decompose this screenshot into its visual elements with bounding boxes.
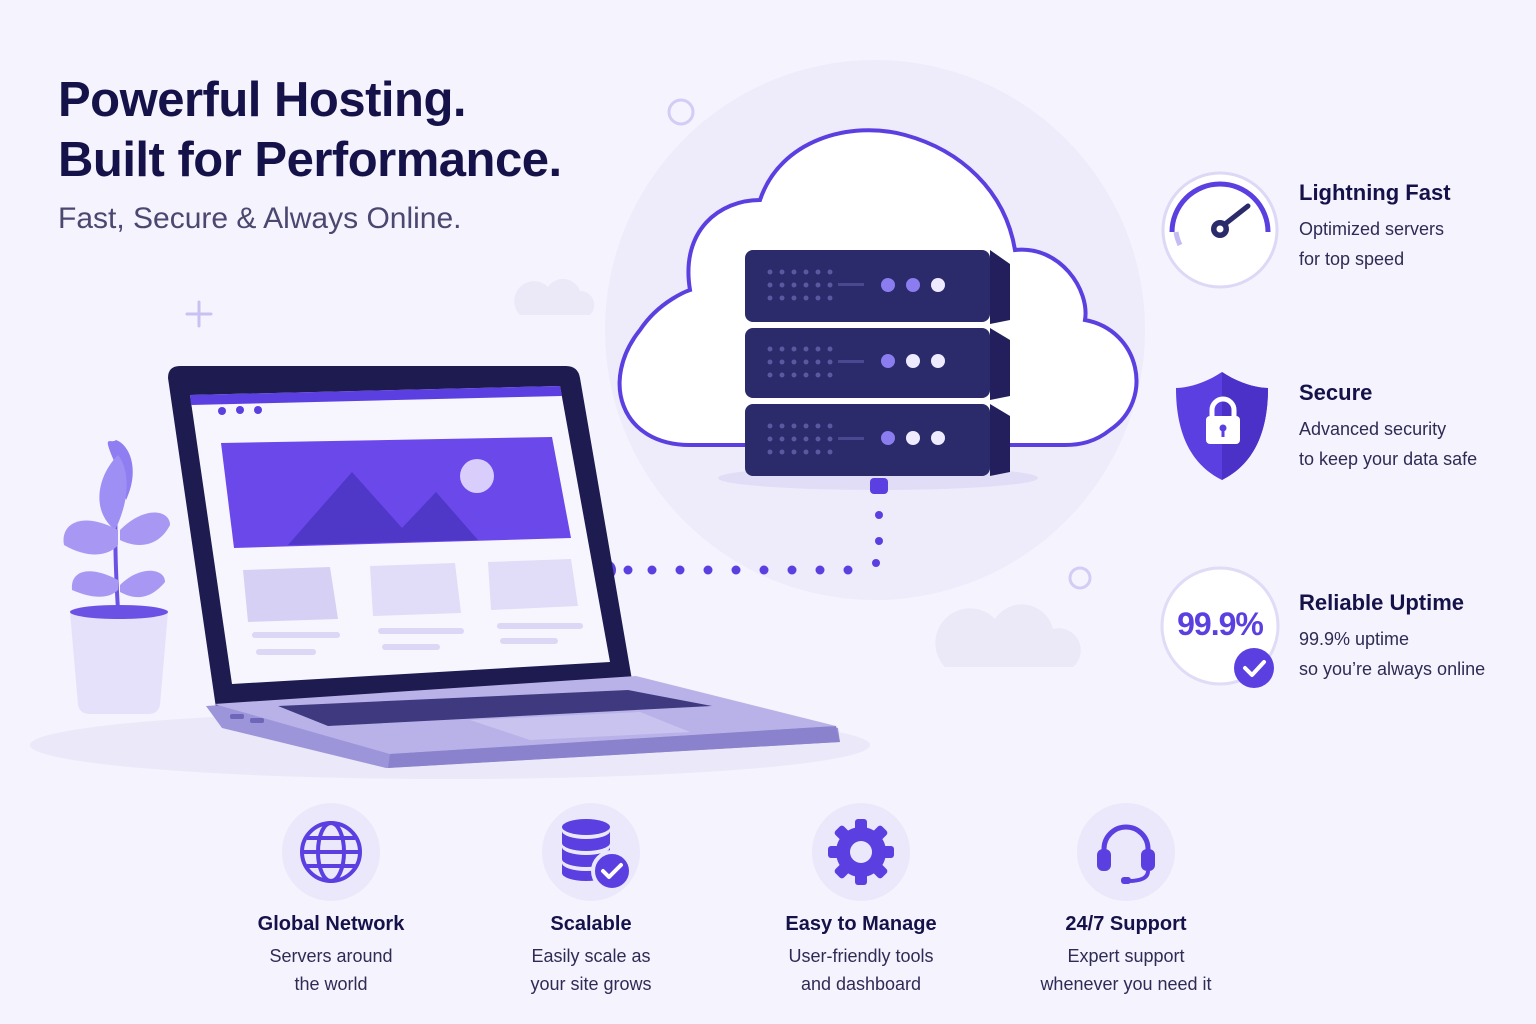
small-cloud-icon — [514, 278, 595, 315]
server-rack-icon — [745, 250, 1010, 476]
feature-desc-line-2: to keep your data safe — [1299, 449, 1478, 469]
bottom-desc-line-2: your site grows — [530, 974, 652, 994]
feature-title: Reliable Uptime — [1299, 590, 1465, 615]
bottom-feature-global-network: Global Network Servers around the world — [211, 803, 451, 998]
connector-plug-icon — [870, 478, 888, 494]
bottom-feature-title: 24/7 Support — [1065, 913, 1187, 935]
bottom-feature-desc: Expert support whenever you need it — [1006, 942, 1246, 998]
speedometer-icon — [1161, 171, 1279, 289]
bottom-desc-line-2: the world — [294, 974, 368, 994]
headset-icon — [1077, 803, 1175, 901]
feature-title: Lightning Fast — [1299, 180, 1451, 205]
shield-lock-icon — [1176, 372, 1268, 480]
bottom-feature-title: Easy to Manage — [785, 913, 937, 935]
feature-desc-line-1: Advanced security — [1299, 419, 1447, 439]
bottom-desc-line-1: Servers around — [269, 946, 393, 966]
database-check-icon — [542, 803, 640, 901]
feature-title: Secure — [1299, 380, 1373, 405]
bottom-feature-easy-to-manage: Easy to Manage User-friendly tools and d… — [741, 803, 981, 998]
feature-lightning-fast: Lightning Fast Optimized servers for top… — [1299, 180, 1451, 274]
plus-icon — [185, 300, 213, 328]
page-title: Powerful Hosting. Built for Performance. — [58, 70, 618, 190]
page-subtitle: Fast, Secure & Always Online. — [58, 202, 462, 235]
title-line-1: Powerful Hosting. — [58, 73, 467, 127]
feature-desc-line-2: so you’re always online — [1299, 659, 1486, 679]
small-cloud-icon — [935, 604, 1081, 667]
bottom-feature-desc: Servers around the world — [211, 942, 451, 998]
globe-icon — [282, 803, 380, 901]
uptime-badge-value: 99.9% — [1177, 606, 1264, 642]
deco-ring-icon — [667, 98, 695, 126]
bottom-desc-line-1: Expert support — [1067, 946, 1185, 966]
feature-secure: Secure Advanced security to keep your da… — [1299, 380, 1477, 474]
bottom-desc-line-2: whenever you need it — [1040, 974, 1212, 994]
feature-desc-line-1: Optimized servers — [1299, 219, 1445, 239]
bottom-feature-title: Global Network — [257, 913, 405, 935]
laptop-icon — [168, 366, 840, 768]
bottom-feature-support: 24/7 Support Expert support whenever you… — [1006, 803, 1246, 998]
feature-desc-line-2: for top speed — [1299, 249, 1405, 269]
plant-icon — [63, 440, 170, 714]
bottom-feature-desc: User-friendly tools and dashboard — [741, 942, 981, 998]
bottom-feature-desc: Easily scale as your site grows — [471, 942, 711, 998]
bottom-desc-line-1: User-friendly tools — [788, 946, 934, 966]
title-line-2: Built for Performance. — [58, 133, 562, 187]
gear-icon — [812, 803, 910, 901]
bottom-desc-line-2: and dashboard — [800, 974, 922, 994]
bottom-feature-title: Scalable — [550, 913, 632, 935]
feature-desc-line-1: 99.9% uptime — [1299, 629, 1410, 649]
deco-ring-icon — [1068, 566, 1092, 590]
uptime-badge-icon — [1160, 566, 1280, 688]
bottom-desc-line-1: Easily scale as — [531, 946, 651, 966]
bottom-feature-scalable: Scalable Easily scale as your site grows — [471, 803, 711, 998]
feature-reliable-uptime: Reliable Uptime 99.9% uptime so you’re a… — [1299, 590, 1485, 684]
